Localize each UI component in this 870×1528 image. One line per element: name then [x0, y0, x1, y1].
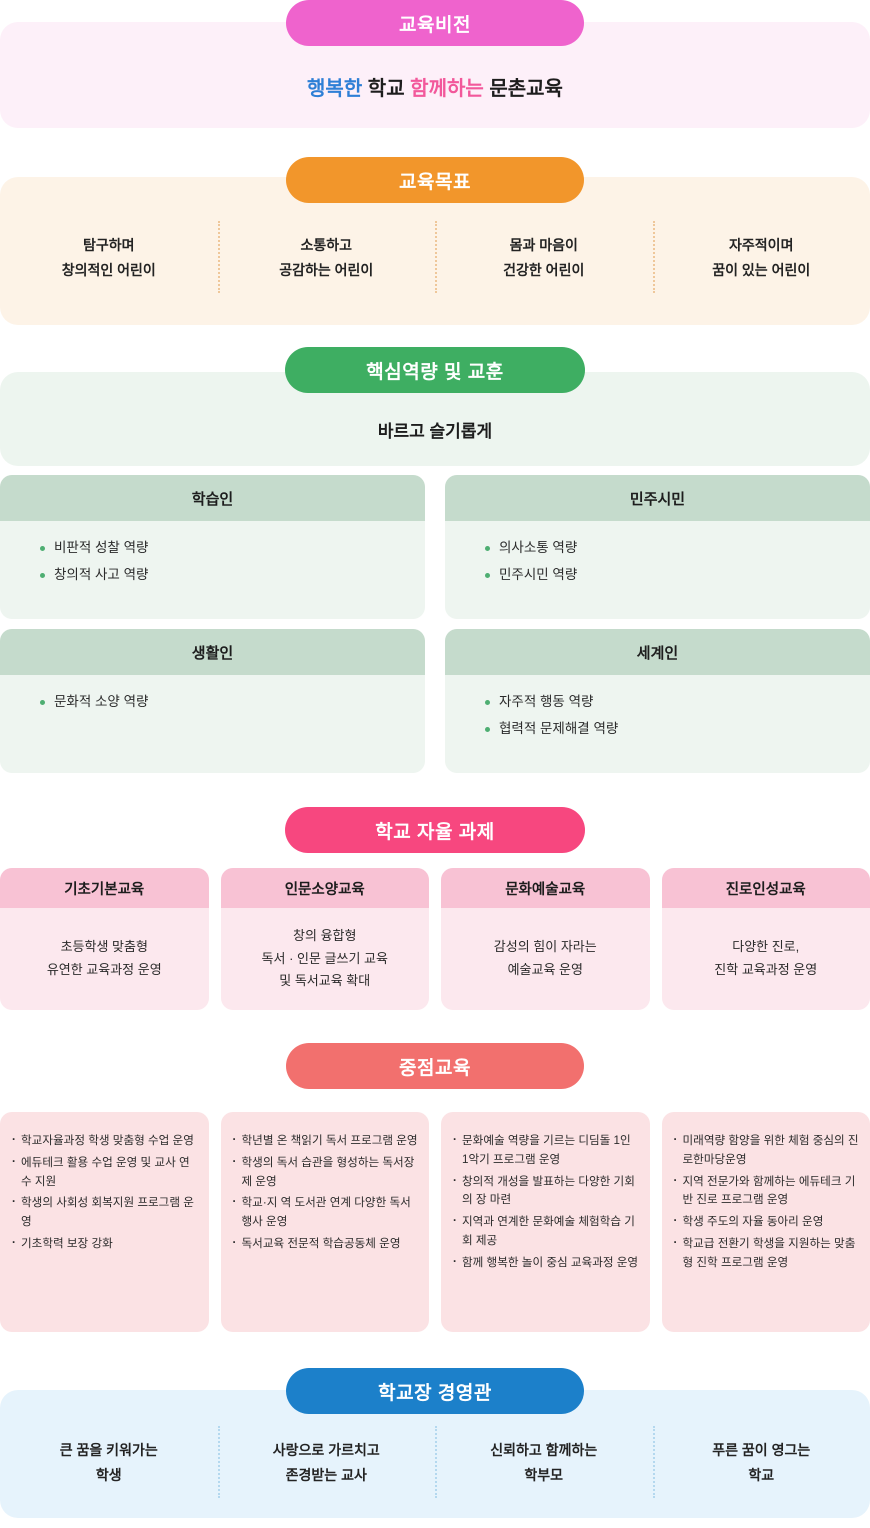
task-card-basic-education: 기초기본교육 초등학생 맞춤형 유연한 교육과정 운영: [0, 868, 209, 1010]
task-card-arts-education: 문화예술교육 감성의 힘이 자라는 예술교육 운영: [441, 868, 650, 1010]
competency-card-learner-list: 비판적 성찰 역량 창의적 사고 역량: [0, 521, 425, 583]
management-item-4-line2: 학교: [748, 1466, 775, 1483]
competency-card-lifeperson-list: 문화적 소양 역량: [0, 675, 425, 710]
management-item-2-line2: 존경받는 교사: [285, 1466, 367, 1483]
goal-item-1: 탐구하며 창의적인 어린이: [0, 233, 218, 282]
vision-tagline-word-2: 학교: [367, 78, 405, 100]
vision-tagline-word-4: 문촌교육: [489, 78, 563, 100]
task-card-basic-education-title: 기초기본교육: [0, 868, 209, 908]
competency-card-row-1: 학습인 비판적 성찰 역량 창의적 사고 역량 민주시민 의사소통 역량 민주시…: [0, 475, 870, 619]
vision-tagline-word-3: 함께하는: [410, 78, 484, 100]
management-item-3-line2: 학부모: [524, 1466, 564, 1483]
goals-row: 탐구하며 창의적인 어린이 소통하고 공감하는 어린이 몸과 마음이 건강한 어…: [0, 221, 870, 293]
management-item-2: 사랑으로 가르치고 존경받는 교사: [217, 1426, 436, 1498]
list-item: 학년별 온 책읽기 독서 프로그램 운영: [233, 1131, 420, 1151]
competency-card-globalcitizen-list: 자주적 행동 역량 협력적 문제해결 역량: [445, 675, 870, 737]
goal-item-1-line2: 창의적인 어린이: [61, 261, 156, 278]
task-card-humanities-education-body: 창의 융합형 독서 · 인문 글쓰기 교육 및 독서교육 확대: [261, 927, 388, 989]
competency-card-lifeperson: 생활인 문화적 소양 역량: [0, 629, 425, 773]
competency-card-row-2: 생활인 문화적 소양 역량 세계인 자주적 행동 역량 협력적 문제해결 역량: [0, 629, 870, 773]
task-card-career-education: 진로인성교육 다양한 진로, 진학 교육과정 운영: [661, 868, 870, 1010]
list-item: 학교·지 역 도서관 연계 다양한 독서 행사 운영: [233, 1193, 420, 1232]
list-item: 학교급 전환기 학생을 지원하는 맞춤형 진학 프로그램 운영: [674, 1234, 861, 1273]
focus-education-row: 학교자율과정 학생 맞춤형 수업 운영 에듀테크 활용 수업 운영 및 교사 연…: [0, 1112, 870, 1332]
task-card-humanities-education-title: 인문소양교육: [220, 868, 429, 908]
task-card-career-education-body: 다양한 진로, 진학 교육과정 운영: [714, 939, 818, 977]
list-item: 학생 주도의 자율 동아리 운영: [674, 1212, 861, 1232]
goal-item-2-line1: 소통하고: [300, 237, 353, 253]
school-motto: 바르고 슬기롭게: [377, 422, 493, 441]
core-competency-pill-heading: 핵심역량 및 교훈: [285, 347, 585, 393]
list-item: 문화적 소양 역량: [40, 694, 425, 710]
list-item: 자주적 행동 역량: [485, 694, 870, 710]
management-item-4-line1: 푸른 꿈이 영그는: [712, 1442, 811, 1458]
management-item-1-line2: 학생: [95, 1466, 122, 1483]
list-item: 민주시민 역량: [485, 567, 870, 583]
focus-card-2: 학년별 온 책읽기 독서 프로그램 운영 학생의 독서 습관을 형성하는 독서장…: [220, 1112, 429, 1332]
vision-pill-heading: 교육비전: [286, 0, 584, 46]
competency-card-globalcitizen-title: 세계인: [445, 629, 870, 675]
autonomous-tasks-row: 기초기본교육 초등학생 맞춤형 유연한 교육과정 운영 인문소양교육 창의 융합…: [0, 868, 870, 1010]
task-card-arts-education-body: 감성의 힘이 자라는 예술교육 운영: [493, 939, 597, 977]
competency-card-citizen: 민주시민 의사소통 역량 민주시민 역량: [445, 475, 870, 619]
list-item: 독서교육 전문적 학습공동체 운영: [233, 1234, 420, 1254]
list-item: 지역 전문가와 함께하는 에듀테크 기반 진로 프로그램 운영: [674, 1172, 861, 1211]
list-item: 에듀테크 활용 수업 운영 및 교사 연수 지원: [12, 1153, 199, 1192]
vision-tagline-word-1: 행복한: [307, 78, 363, 100]
vision-tagline: 행복한 학교 함께하는 문촌교육: [0, 72, 870, 101]
list-item: 기초학력 보장 강화: [12, 1234, 199, 1254]
competency-card-learner: 학습인 비판적 성찰 역량 창의적 사고 역량: [0, 475, 425, 619]
goal-item-4-line2: 꿈이 있는 어린이: [712, 261, 811, 278]
task-card-arts-education-title: 문화예술교육: [441, 868, 650, 908]
management-item-1: 큰 꿈을 키워가는 학생: [0, 1438, 218, 1487]
goal-item-4: 자주적이며 꿈이 있는 어린이: [652, 221, 870, 293]
focus-card-1: 학교자율과정 학생 맞춤형 수업 운영 에듀테크 활용 수업 운영 및 교사 연…: [0, 1112, 209, 1332]
management-item-4: 푸른 꿈이 영그는 학교: [652, 1426, 870, 1498]
list-item: 지역과 연계한 문화예술 체험학습 기회 제공: [453, 1212, 640, 1251]
list-item: 학생의 사회성 회복지원 프로그램 운영: [12, 1193, 199, 1232]
list-item: 창의적 개성을 발표하는 다양한 기회의 장 마련: [453, 1172, 640, 1211]
list-item: 창의적 사고 역량: [40, 567, 425, 583]
task-card-basic-education-body: 초등학생 맞춤형 유연한 교육과정 운영: [46, 939, 162, 977]
list-item: 학생의 독서 습관을 형성하는 독서장제 운영: [233, 1153, 420, 1192]
goal-item-4-line1: 자주적이며: [729, 237, 794, 253]
competency-card-citizen-title: 민주시민: [445, 475, 870, 521]
management-item-2-line1: 사랑으로 가르치고: [272, 1442, 380, 1458]
management-item-3: 신뢰하고 함께하는 학부모: [435, 1426, 653, 1498]
management-item-3-line1: 신뢰하고 함께하는: [490, 1442, 598, 1458]
competency-card-learner-title: 학습인: [0, 475, 425, 521]
list-item: 의사소통 역량: [485, 540, 870, 556]
management-item-1-line1: 큰 꿈을 키워가는: [59, 1442, 158, 1458]
focus-education-pill-heading: 중점교육: [286, 1043, 584, 1089]
goals-pill-heading: 교육목표: [286, 157, 584, 203]
list-item: 미래역량 함양을 위한 체험 중심의 진로한마당운영: [674, 1131, 861, 1170]
goal-item-2: 소통하고 공감하는 어린이: [217, 221, 436, 293]
list-item: 협력적 문제해결 역량: [485, 721, 870, 737]
competency-card-lifeperson-title: 생활인: [0, 629, 425, 675]
task-card-humanities-education: 인문소양교육 창의 융합형 독서 · 인문 글쓰기 교육 및 독서교육 확대: [220, 868, 429, 1010]
competency-card-globalcitizen: 세계인 자주적 행동 역량 협력적 문제해결 역량: [445, 629, 870, 773]
list-item: 비판적 성찰 역량: [40, 540, 425, 556]
competency-card-citizen-list: 의사소통 역량 민주시민 역량: [445, 521, 870, 583]
management-row: 큰 꿈을 키워가는 학생 사랑으로 가르치고 존경받는 교사 신뢰하고 함께하는…: [0, 1426, 870, 1498]
goal-item-1-line1: 탐구하며: [82, 237, 135, 253]
goal-item-2-line2: 공감하는 어린이: [279, 261, 374, 278]
focus-card-3: 문화예술 역량을 기르는 디딤돌 1인 1악기 프로그램 운영 창의적 개성을 …: [441, 1112, 650, 1332]
management-philosophy-pill-heading: 학교장 경영관: [286, 1368, 584, 1414]
goal-item-3-line2: 건강한 어린이: [503, 261, 585, 278]
list-item: 문화예술 역량을 기르는 디딤돌 1인 1악기 프로그램 운영: [453, 1131, 640, 1170]
focus-card-4: 미래역량 함양을 위한 체험 중심의 진로한마당운영 지역 전문가와 함께하는 …: [661, 1112, 870, 1332]
list-item: 함께 행복한 놀이 중심 교육과정 운영: [453, 1253, 640, 1273]
goal-item-3: 몸과 마음이 건강한 어린이: [435, 221, 653, 293]
task-card-career-education-title: 진로인성교육: [661, 868, 870, 908]
autonomous-tasks-pill-heading: 학교 자율 과제: [285, 807, 585, 853]
list-item: 학교자율과정 학생 맞춤형 수업 운영: [12, 1131, 199, 1151]
goal-item-3-line1: 몸과 마음이: [509, 237, 578, 253]
